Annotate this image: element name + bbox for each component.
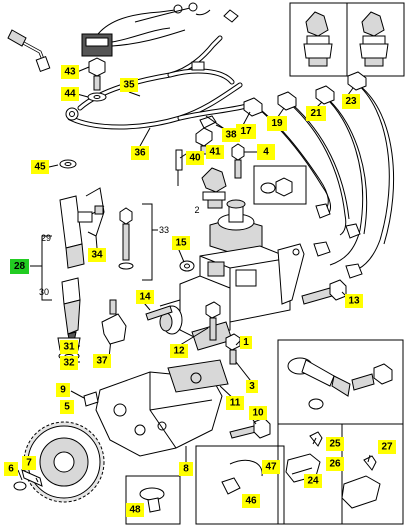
- inset-48: [125, 475, 181, 525]
- callout-35: 35: [120, 78, 138, 92]
- svg-text:45: 45: [34, 162, 46, 173]
- leak-off-pipes: [243, 71, 395, 279]
- svg-text:14: 14: [139, 292, 151, 303]
- svg-text:23: 23: [345, 96, 357, 107]
- svg-text:27: 27: [381, 442, 393, 453]
- label-2: 2: [194, 205, 199, 215]
- label-30: 30: [39, 287, 49, 297]
- callout-40: 40: [186, 151, 204, 165]
- svg-text:35: 35: [123, 80, 135, 91]
- inset-banjo-fittings: [277, 339, 404, 425]
- callout-24: 24: [304, 474, 322, 488]
- svg-text:44: 44: [64, 89, 76, 100]
- svg-text:34: 34: [91, 250, 103, 261]
- callout-4: 4: [257, 144, 275, 160]
- callout-5: 5: [60, 400, 74, 414]
- svg-text:8: 8: [183, 464, 189, 475]
- callout-34: 34: [88, 248, 106, 262]
- svg-text:6: 6: [8, 464, 14, 475]
- svg-text:17: 17: [240, 126, 252, 137]
- mounting-bracket: [83, 359, 271, 457]
- callout-43: 43: [61, 65, 79, 79]
- callout-8: 8: [179, 462, 193, 476]
- svg-text:33: 33: [159, 225, 169, 235]
- callout-32: 32: [60, 356, 78, 370]
- svg-text:12: 12: [173, 346, 185, 357]
- callout-25: 25: [326, 437, 344, 451]
- svg-text:25: 25: [329, 439, 341, 450]
- callout-14: 14: [136, 290, 154, 304]
- svg-text:37: 37: [96, 356, 108, 367]
- svg-text:43: 43: [64, 67, 76, 78]
- callout-46: 46: [242, 494, 260, 508]
- svg-text:47: 47: [265, 462, 277, 473]
- callout-6: 6: [4, 462, 18, 476]
- svg-text:26: 26: [329, 459, 341, 470]
- svg-text:15: 15: [175, 238, 187, 249]
- svg-text:1: 1: [243, 337, 249, 348]
- sensor-variants-inset: [289, 2, 405, 77]
- callout-44: 44: [61, 87, 79, 101]
- callout-38: 38: [222, 128, 240, 142]
- svg-text:41: 41: [209, 147, 221, 158]
- svg-text:48: 48: [129, 505, 141, 516]
- bolt-43-washer-44: [87, 57, 107, 102]
- svg-text:13: 13: [348, 296, 360, 307]
- stop-solenoid-sensor-group: [175, 115, 307, 209]
- part-37-connector: [101, 299, 127, 345]
- label-33: 33: [159, 225, 169, 235]
- svg-text:10: 10: [252, 408, 264, 419]
- callout-19: 19: [267, 116, 287, 131]
- plain-labels: 2 29 30 33: [39, 205, 200, 297]
- wiring-harness-group: [7, 2, 239, 72]
- svg-text:31: 31: [63, 342, 75, 353]
- callout-47: 47: [262, 460, 280, 474]
- svg-text:38: 38: [225, 130, 237, 141]
- svg-text:28: 28: [14, 261, 26, 272]
- callout-41: 41: [206, 145, 224, 159]
- svg-text:9: 9: [60, 385, 66, 396]
- callout-13: 13: [345, 294, 363, 308]
- svg-text:4: 4: [263, 147, 269, 158]
- svg-text:32: 32: [63, 358, 75, 369]
- inset-46-47: [195, 445, 285, 525]
- callout-3: 3: [246, 380, 258, 393]
- callout-11: 11: [226, 396, 244, 410]
- svg-text:5: 5: [64, 402, 70, 413]
- callout-36: 36: [131, 146, 149, 160]
- callout-labels: 1 3 4 5 6 7 8 9 10 11 12 13 14 15 17 19 …: [4, 65, 396, 517]
- callout-28: 28: [10, 259, 29, 274]
- callout-10: 10: [249, 406, 267, 420]
- svg-text:40: 40: [189, 153, 201, 164]
- svg-text:30: 30: [39, 287, 49, 297]
- callout-31: 31: [60, 340, 78, 354]
- callout-9: 9: [56, 383, 70, 397]
- injection-pump-body: [159, 199, 305, 351]
- callout-37: 37: [93, 354, 111, 368]
- callout-12: 12: [170, 344, 188, 358]
- svg-text:36: 36: [134, 148, 146, 159]
- callout-1: 1: [240, 336, 252, 349]
- callout-26: 26: [326, 457, 344, 471]
- svg-text:7: 7: [26, 458, 32, 469]
- svg-text:29: 29: [41, 233, 51, 243]
- svg-text:24: 24: [307, 476, 319, 487]
- svg-text:3: 3: [249, 381, 255, 392]
- callout-48: 48: [126, 503, 144, 517]
- svg-text:21: 21: [310, 108, 322, 119]
- timing-gear: [13, 421, 105, 503]
- callout-7: 7: [22, 456, 36, 470]
- callout-17: 17: [236, 124, 256, 139]
- svg-text:46: 46: [245, 496, 257, 507]
- callout-23: 23: [342, 94, 360, 109]
- callout-21: 21: [306, 106, 326, 121]
- svg-text:2: 2: [194, 205, 199, 215]
- svg-text:11: 11: [230, 398, 241, 409]
- callout-45: 45: [31, 160, 49, 174]
- label-29: 29: [41, 233, 51, 243]
- callout-27: 27: [378, 440, 396, 454]
- callout-15: 15: [172, 236, 190, 250]
- svg-text:19: 19: [271, 118, 283, 129]
